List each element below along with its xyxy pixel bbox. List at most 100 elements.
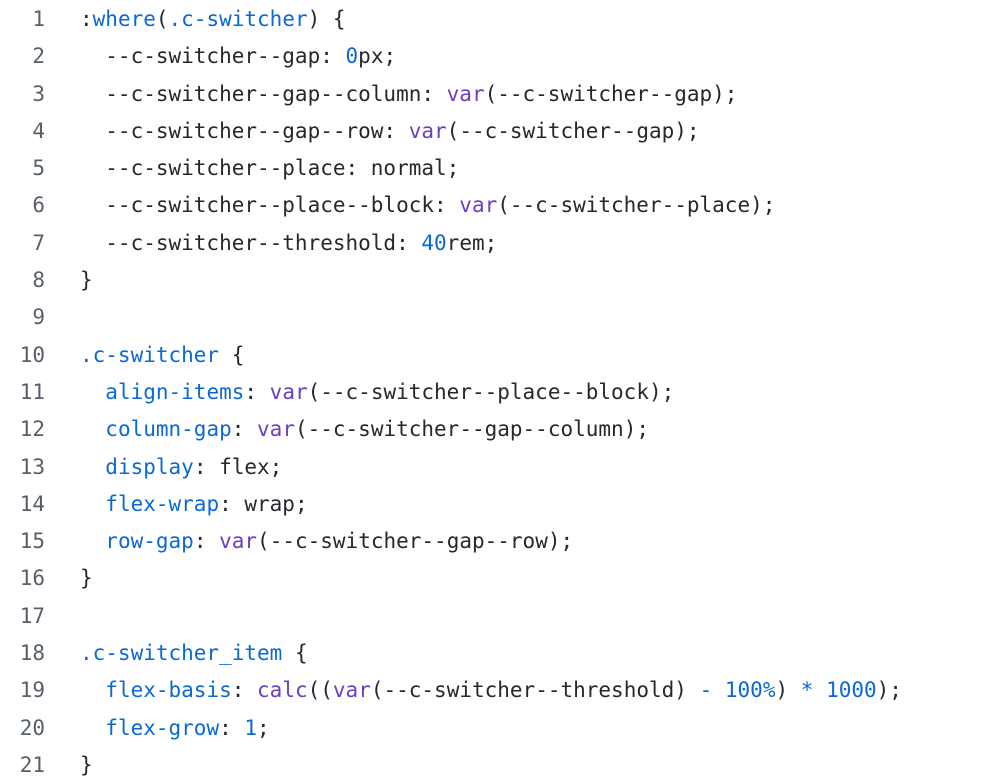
line-number: 5 [32, 156, 45, 181]
code-line-text: --c-switcher--gap--column: var(--c-switc… [80, 76, 737, 113]
code-line-text: --c-switcher--gap--row: var(--c-switcher… [80, 113, 699, 150]
code-token [80, 455, 105, 479]
code-token: ); [876, 678, 902, 703]
code-line: 11 align-items: var(--c-switcher--place-… [0, 374, 1000, 411]
code-token: --c-switcher--place: normal; [80, 156, 460, 181]
code-token [80, 492, 105, 516]
line-number: 1 [32, 7, 45, 31]
code-token: } [80, 752, 93, 777]
code-line-text: :where(.c-switcher) { [80, 1, 346, 38]
line-number: 21 [19, 752, 45, 777]
code-token: - [699, 678, 713, 703]
code-token: : flex; [193, 454, 283, 479]
code-token: : [244, 379, 270, 404]
code-line-text: --c-switcher--place: normal; [80, 150, 459, 187]
code-line: 8} [0, 262, 1000, 299]
code-token: (--c-switcher--gap); [484, 81, 738, 106]
code-line-text: .c-switcher { [80, 337, 244, 374]
code-line: 17 [0, 598, 1000, 635]
code-token: .c-switcher [80, 342, 220, 367]
code-token: flex-basis [105, 678, 232, 703]
line-number: 8 [32, 268, 45, 293]
code-token: column-gap [105, 417, 232, 442]
code-token [80, 529, 105, 553]
line-number: 12 [19, 417, 45, 442]
code-line-text: flex-basis: calc((var(--c-switcher--thre… [80, 672, 902, 709]
code-line: 9 [0, 299, 1000, 336]
code-token: : [193, 529, 220, 554]
code-line-text: --c-switcher--gap: 0px; [80, 38, 396, 75]
code-token: : [219, 715, 245, 740]
code-token: --c-switcher--gap--row: [80, 118, 409, 143]
code-line: 20 flex-grow: 1; [0, 710, 1000, 747]
code-token: { [219, 342, 245, 367]
code-token: : wrap; [219, 491, 308, 516]
code-token: rem; [446, 230, 498, 255]
code-line-text: } [80, 262, 93, 299]
code-line: 6 --c-switcher--place--block: var(--c-sw… [0, 187, 1000, 224]
line-number: 14 [19, 491, 45, 516]
code-token [813, 678, 826, 702]
code-token: } [80, 566, 93, 591]
line-number: 15 [19, 529, 45, 554]
line-number: 4 [32, 118, 45, 143]
code-line: 15 row-gap: var(--c-switcher--gap--row); [0, 523, 1000, 560]
code-token: var [332, 678, 371, 703]
code-token: align-items [105, 379, 245, 404]
code-token [80, 678, 105, 702]
code-line-text: .c-switcher_item { [80, 635, 308, 672]
code-token: --c-switcher--place--block: [80, 193, 460, 218]
code-token: (--c-switcher--gap--column); [294, 417, 649, 442]
code-line-text: } [80, 560, 93, 597]
code-line: 1 :where(.c-switcher) { [0, 1, 1000, 38]
code-token: .c-switcher [168, 7, 308, 31]
code-token: (--c-switcher--place); [497, 193, 776, 218]
code-token: ; [257, 715, 270, 740]
code-token: (--c-switcher--gap--row); [257, 529, 574, 554]
code-token: 40 [421, 230, 447, 255]
line-number: 20 [19, 715, 45, 740]
code-token: 100% [724, 678, 776, 703]
line-number: 10 [19, 342, 45, 367]
code-token [80, 417, 105, 441]
code-token: calc [257, 678, 308, 703]
code-line: 10 .c-switcher { [0, 337, 1000, 374]
code-token: var [219, 529, 258, 554]
code-line-text: flex-wrap: wrap; [80, 486, 308, 523]
code-line: 16} [0, 560, 1000, 597]
code-token: (--c-switcher--place--block); [307, 379, 675, 404]
line-number: 2 [32, 44, 45, 69]
line-number: 17 [19, 603, 45, 628]
code-line: 4 --c-switcher--gap--row: var(--c-switch… [0, 113, 1000, 150]
code-token: var [257, 417, 295, 442]
code-line-text: flex-grow: 1; [80, 710, 270, 747]
code-token: : [231, 417, 258, 442]
line-number: 16 [19, 566, 45, 591]
code-token: { [282, 641, 308, 666]
code-line-text: display: flex; [80, 449, 282, 486]
code-token: var [269, 379, 308, 404]
line-number: 19 [19, 678, 45, 703]
code-token: --c-switcher--threshold: [80, 230, 422, 255]
code-line-text: --c-switcher--place--block: var(--c-swit… [80, 187, 775, 224]
code-line: 12 column-gap: var(--c-switcher--gap--co… [0, 411, 1000, 448]
line-number: 7 [32, 230, 45, 255]
code-token: (--c-switcher--threshold) [370, 678, 700, 703]
code-token: 1000 [826, 678, 877, 703]
line-number: 9 [32, 305, 45, 330]
code-token [80, 380, 105, 404]
code-line-text: } [80, 747, 93, 784]
code-token: --c-switcher--gap: [80, 44, 346, 69]
code-token: flex-wrap [105, 491, 220, 516]
code-line: 5 --c-switcher--place: normal; [0, 150, 1000, 187]
code-line-text: --c-switcher--threshold: 40rem; [80, 225, 497, 262]
code-line-text: row-gap: var(--c-switcher--gap--row); [80, 523, 573, 560]
code-line-text: align-items: var(--c-switcher--place--bl… [80, 374, 674, 411]
code-token: } [80, 268, 93, 293]
code-token: px; [358, 44, 397, 69]
code-token: var [408, 118, 447, 143]
code-line: 21} [0, 747, 1000, 784]
code-token: var [459, 193, 498, 218]
code-token: flex-grow [105, 715, 220, 740]
